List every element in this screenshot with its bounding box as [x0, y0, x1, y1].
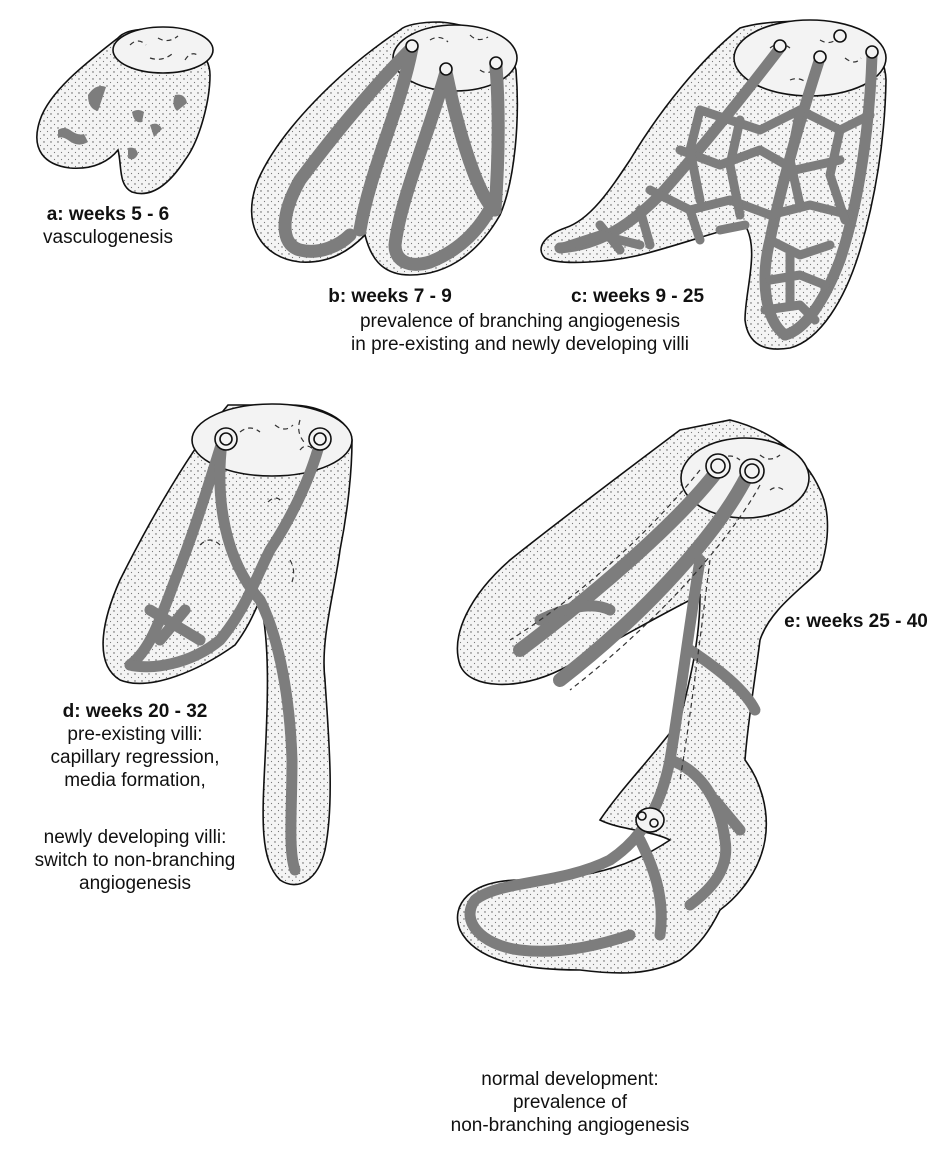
label-stage-d: d: weeks 20 - 32 pre-existing villi: cap… [0, 700, 270, 792]
heading-stage-a: a: weeks 5 - 6 [18, 203, 198, 226]
text-stage-d-new-line2: switch to non-branching [0, 849, 270, 872]
text-stage-a-line1: vasculogenesis [18, 226, 198, 249]
label-stage-d-new: newly developing villi: switch to non-br… [0, 826, 270, 895]
villus-b-drawing [252, 22, 518, 275]
heading-stage-c: c: weeks 9 - 25 [550, 285, 725, 308]
text-stage-d-new-line3: angiogenesis [0, 872, 270, 895]
caption-bc-line1: prevalence of branching angiogenesis [310, 310, 730, 333]
villus-a-drawing [37, 27, 213, 194]
caption-bc: prevalence of branching angiogenesis in … [310, 310, 730, 356]
text-stage-d-new-line1: newly developing villi: [0, 826, 270, 849]
villus-d-drawing [103, 404, 352, 885]
label-stage-c: c: weeks 9 - 25 [550, 285, 725, 308]
label-stage-b: b: weeks 7 - 9 [305, 285, 475, 308]
villus-e-drawing [457, 420, 827, 973]
text-stage-d-line1: pre-existing villi: [0, 723, 270, 746]
label-stage-a: a: weeks 5 - 6 vasculogenesis [18, 203, 198, 249]
caption-e-line1: normal development: [420, 1068, 720, 1091]
heading-stage-d: d: weeks 20 - 32 [0, 700, 270, 723]
heading-stage-e: e: weeks 25 - 40 [770, 610, 942, 633]
caption-bc-line2: in pre-existing and newly developing vil… [310, 333, 730, 356]
label-stage-e: e: weeks 25 - 40 [770, 610, 942, 633]
text-stage-d-line2: capillary regression, [0, 746, 270, 769]
caption-e-line2: prevalence of [420, 1091, 720, 1114]
text-stage-d-line3: media formation, [0, 769, 270, 792]
caption-e-line3: non-branching angiogenesis [420, 1114, 720, 1137]
heading-stage-b: b: weeks 7 - 9 [305, 285, 475, 308]
caption-e: normal development: prevalence of non-br… [420, 1068, 720, 1137]
